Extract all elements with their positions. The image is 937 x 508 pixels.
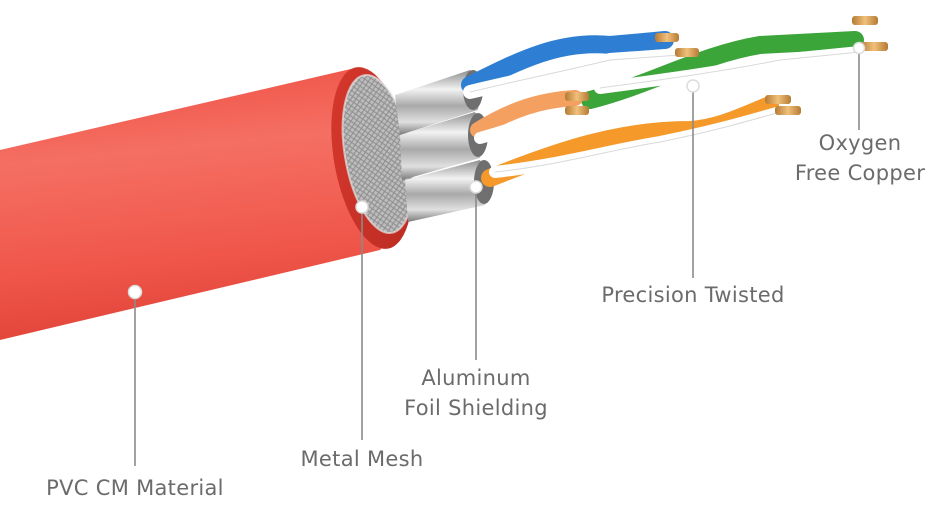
label-aluminum-line1: Aluminum [421, 366, 531, 390]
label-pvc-cm-material: PVC CM Material [46, 476, 224, 500]
green-pair [581, 31, 866, 109]
label-oxygen-free-copper-line2: Free Copper [794, 161, 926, 185]
copper-conductors [565, 16, 888, 115]
label-oxygen-free-copper-line1: Oxygen [818, 131, 902, 155]
label-metal-mesh: Metal Mesh [300, 447, 424, 471]
pvc-jacket [0, 68, 403, 340]
metal-mesh [342, 75, 414, 233]
leader-lines [134, 48, 860, 466]
label-aluminum-line2: Foil Shielding [404, 396, 548, 420]
label-oxygen-free-copper: Oxygen Free Copper [780, 128, 937, 188]
leader-dots [127, 41, 866, 300]
blue-pair [461, 31, 687, 99]
orange-pair [481, 96, 786, 187]
label-precision-twisted: Precision Twisted [601, 283, 785, 307]
light-orange-pair [470, 90, 583, 144]
label-aluminum-foil-shielding: Aluminum Foil Shielding [396, 363, 556, 423]
